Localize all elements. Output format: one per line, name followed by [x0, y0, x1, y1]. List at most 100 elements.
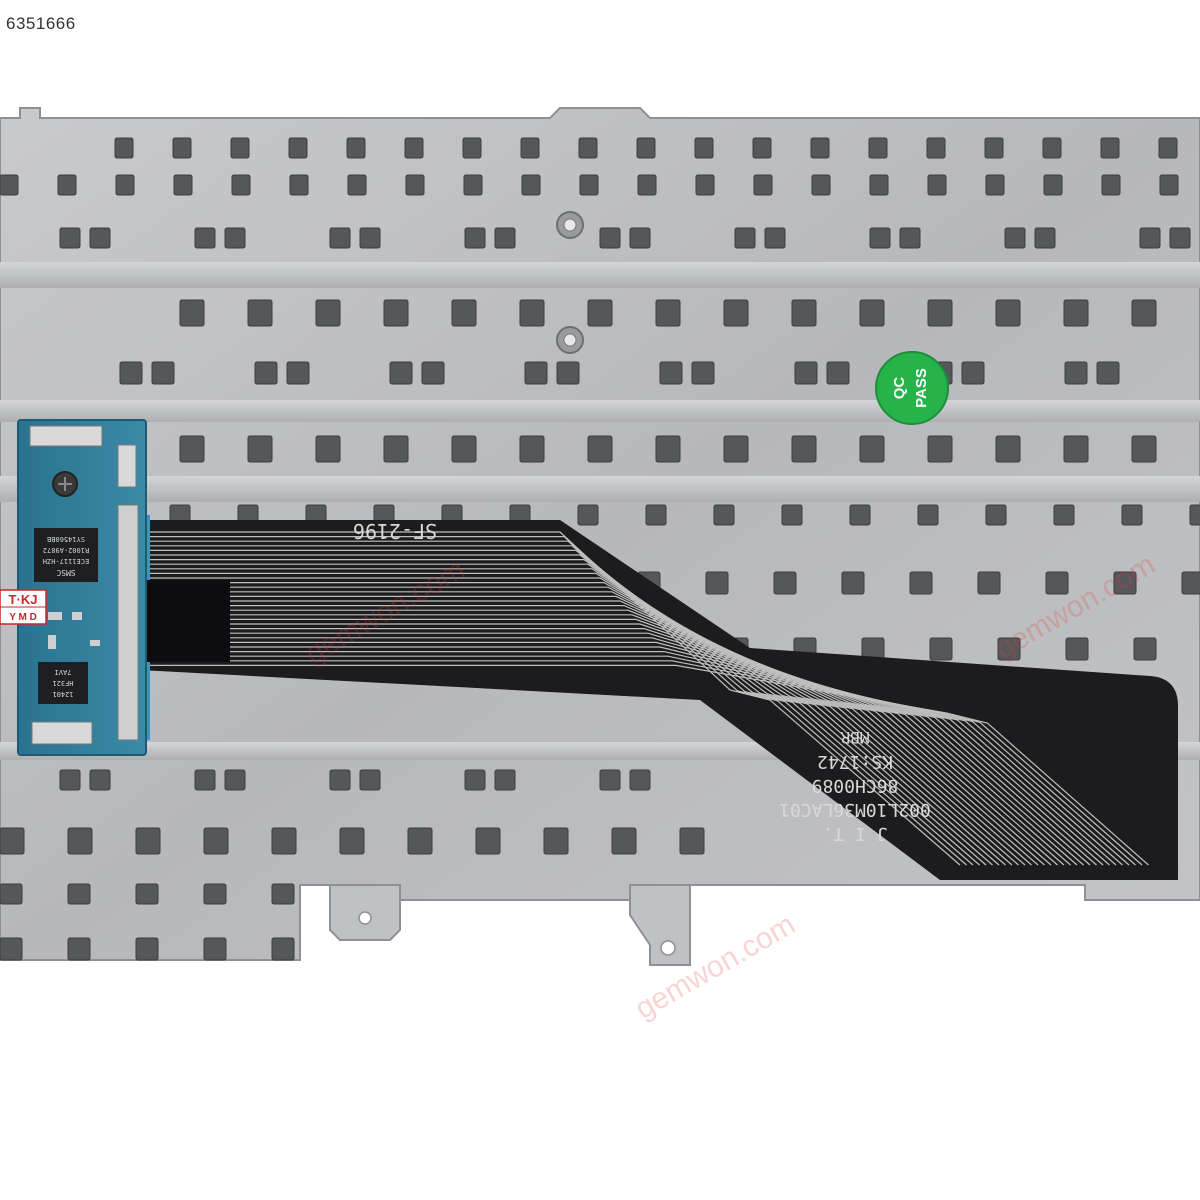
key-opening — [0, 827, 25, 855]
key-opening — [404, 137, 424, 159]
key-opening — [859, 435, 885, 463]
key-opening — [961, 361, 985, 385]
cable-trace — [150, 618, 1084, 866]
key-opening — [1063, 435, 1089, 463]
key-opening — [521, 174, 541, 196]
date-tag-line-1: T·KJ — [9, 592, 38, 607]
key-opening — [926, 137, 946, 159]
cable-trace — [150, 641, 1117, 866]
cable-traces — [150, 531, 1149, 866]
key-opening — [389, 361, 413, 385]
key-opening — [629, 769, 651, 791]
plate-rib — [0, 476, 1200, 502]
key-opening — [115, 174, 135, 196]
cable-trace — [150, 540, 974, 866]
key-opening — [791, 299, 817, 327]
key-opening — [179, 299, 205, 327]
cable-trace — [150, 554, 993, 866]
key-opening — [1034, 227, 1056, 249]
key-opening — [1159, 174, 1179, 196]
key-opening — [271, 883, 295, 905]
pcb-screw — [52, 471, 78, 497]
key-opening — [734, 227, 756, 249]
key-opening — [271, 937, 295, 961]
plate-rib — [0, 400, 1200, 422]
key-opening — [359, 227, 381, 249]
cable-trace — [150, 651, 1130, 866]
cable-trace — [150, 664, 1149, 866]
key-opening — [405, 174, 425, 196]
key-opening — [494, 227, 516, 249]
key-opening — [288, 137, 308, 159]
key-opening — [315, 435, 341, 463]
key-opening — [173, 174, 193, 196]
key-opening — [826, 361, 850, 385]
key-opening — [1004, 227, 1026, 249]
key-opening — [421, 361, 445, 385]
key-opening — [1189, 504, 1200, 526]
cable-print-line-1: J I T. — [822, 823, 887, 844]
key-opening — [520, 137, 540, 159]
qc-pass-sticker: QC PASS — [875, 351, 949, 425]
qc-sticker-line-2: PASS — [913, 368, 930, 408]
key-opening — [577, 504, 599, 526]
key-opening — [655, 299, 681, 327]
cable-trace — [150, 600, 1058, 866]
key-opening — [1065, 637, 1089, 661]
key-opening — [172, 137, 192, 159]
key-opening — [346, 137, 366, 159]
key-opening — [1100, 137, 1120, 159]
key-opening — [694, 137, 714, 159]
key-opening — [811, 174, 831, 196]
plate-rib — [0, 262, 1200, 288]
cable-print-line-4: KS:1742 — [817, 751, 893, 772]
key-opening — [59, 769, 81, 791]
cable-trace — [150, 545, 980, 866]
key-opening — [713, 504, 735, 526]
key-opening — [339, 827, 365, 855]
key-opening — [655, 435, 681, 463]
product-id-label: 6351666 — [6, 14, 76, 33]
chip1-line-4: SY14560BB — [47, 535, 85, 543]
key-opening — [723, 299, 749, 327]
key-opening — [247, 435, 273, 463]
cable-trace — [150, 591, 1045, 866]
key-opening — [451, 299, 477, 327]
key-opening — [0, 937, 23, 961]
key-opening — [231, 174, 251, 196]
key-opening — [254, 361, 278, 385]
key-opening — [67, 937, 91, 961]
cable-trace — [150, 623, 1091, 866]
key-opening — [645, 504, 667, 526]
key-opening — [286, 361, 310, 385]
cable-trace — [150, 655, 1136, 866]
key-opening — [519, 435, 545, 463]
key-opening — [927, 174, 947, 196]
key-opening — [794, 361, 818, 385]
key-opening — [224, 769, 246, 791]
key-opening — [927, 299, 953, 327]
key-opening — [203, 883, 227, 905]
key-opening — [1131, 435, 1157, 463]
key-opening — [224, 227, 246, 249]
key-opening — [556, 361, 580, 385]
key-opening — [1043, 174, 1063, 196]
key-opening — [1063, 299, 1089, 327]
key-opening — [1181, 571, 1200, 595]
key-opening — [985, 504, 1007, 526]
key-opening — [114, 137, 134, 159]
cable-trace — [150, 531, 961, 866]
chip1-line-2: ECE1117-HZH — [43, 557, 89, 565]
pcb-connector — [117, 504, 139, 741]
qc-sticker-line-1: QC — [891, 377, 908, 400]
cable-print-line-5: MBR — [840, 728, 869, 747]
key-opening — [984, 137, 1004, 159]
chip2-line-3: 7AVI — [55, 668, 72, 676]
chip1-line-3: R1002-A9872 — [43, 546, 89, 554]
cable-trace — [150, 577, 1026, 866]
mounting-tab-center — [629, 884, 691, 966]
key-opening — [587, 299, 613, 327]
key-opening — [383, 299, 409, 327]
key-opening — [451, 435, 477, 463]
